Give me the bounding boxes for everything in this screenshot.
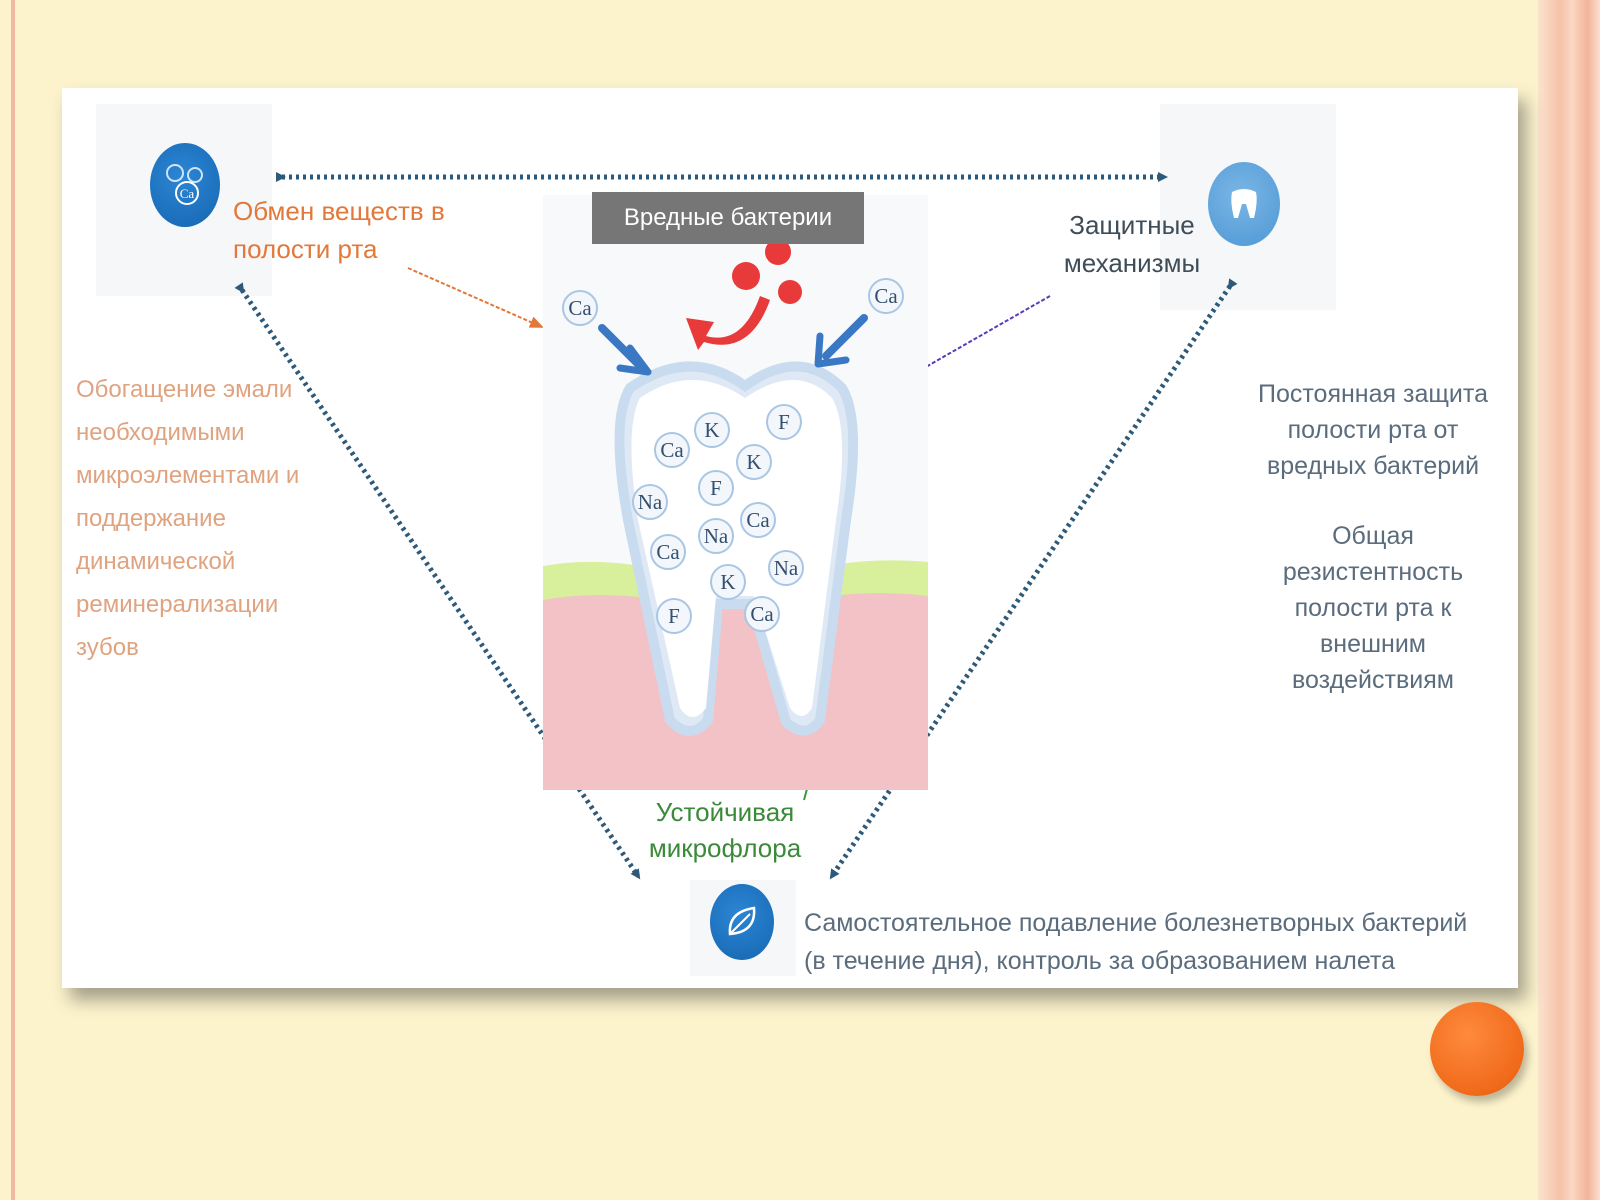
right-line: резистентность: [1282, 558, 1464, 586]
ion-circle: [694, 412, 730, 448]
ion-circle: [736, 444, 772, 480]
ion-label: F: [668, 604, 680, 628]
bottom-line: Самостоятельное подавление болезнетворны…: [804, 909, 1468, 937]
left-line: необходимыми: [76, 419, 245, 446]
ion-label: Ca: [568, 296, 592, 320]
right-line: вредных бактерий: [1266, 452, 1480, 480]
ion-label: Na: [704, 524, 729, 548]
frame-band-right: [1538, 0, 1600, 1200]
frame-line-left: [11, 0, 15, 1200]
left-line: реминерализации: [76, 591, 279, 618]
ion-label: K: [746, 450, 761, 474]
leaf-icon: [710, 884, 774, 960]
harmful-bacteria-label: Вредные бактерии: [592, 192, 864, 244]
ion-label: Ca: [874, 284, 898, 308]
right-line: полости рта от: [1287, 416, 1459, 444]
ion-circle: [868, 278, 904, 314]
ion-label: Ca: [750, 602, 774, 626]
right-line: полости рта к: [1294, 594, 1452, 622]
protection-label: Защитные механизмы: [1063, 210, 1201, 278]
microflora-label: Устойчивая микрофлора: [648, 797, 802, 863]
ion-label: Na: [774, 556, 799, 580]
ion-circle: [632, 484, 668, 520]
ion-label: Ca: [656, 540, 680, 564]
molecule-ca-icon: Ca: [150, 143, 220, 227]
tooth-illustration: [543, 195, 928, 790]
right-line: воздействиям: [1292, 666, 1454, 694]
pointer-metabolism: [407, 267, 544, 328]
ion-circle: [650, 534, 686, 570]
left-description: Обогащение эмали необходимыми микроэлеме…: [76, 368, 299, 669]
left-line: микроэлементами и: [76, 462, 300, 489]
ion-circle: [562, 290, 598, 326]
ion-label: F: [710, 476, 722, 500]
ion-circle: [766, 404, 802, 440]
left-line: динамической: [76, 548, 236, 575]
tooth-icon: [1208, 162, 1280, 246]
metabolism-label: Обмен веществ в полости рта: [233, 196, 445, 264]
left-line: зубов: [76, 634, 139, 661]
ion-circle: [744, 596, 780, 632]
right-line: внешним: [1319, 630, 1426, 658]
ion-label: K: [720, 570, 735, 594]
ion-circle: [698, 470, 734, 506]
right-description-2: Общая резистентность полости рта к внешн…: [1246, 518, 1500, 698]
orange-decoration-dot: [1430, 1002, 1524, 1096]
left-line: Обогащение эмали: [76, 376, 293, 403]
ion-circle: [656, 598, 692, 634]
bottom-line: (в течение дня), контроль за образование…: [804, 947, 1395, 975]
svg-text:Ca: Ca: [180, 186, 195, 201]
ion-label: K: [704, 418, 719, 442]
right-line: Постоянная защита: [1258, 380, 1488, 408]
ion-circle: [698, 518, 734, 554]
right-line: Общая: [1332, 522, 1414, 550]
ion-label: Ca: [746, 508, 770, 532]
bottom-description: Самостоятельное подавление болезнетворны…: [804, 904, 1467, 980]
ion-circle: [768, 550, 804, 586]
ion-circle: [740, 502, 776, 538]
ion-label: F: [778, 410, 790, 434]
ion-label: Ca: [660, 438, 684, 462]
ion-circle: [654, 432, 690, 468]
ion-circle: [710, 564, 746, 600]
right-description-1: Постоянная защита полости рта от вредных…: [1246, 376, 1500, 484]
ion-label: Na: [638, 490, 663, 514]
left-line: поддержание: [76, 505, 226, 532]
